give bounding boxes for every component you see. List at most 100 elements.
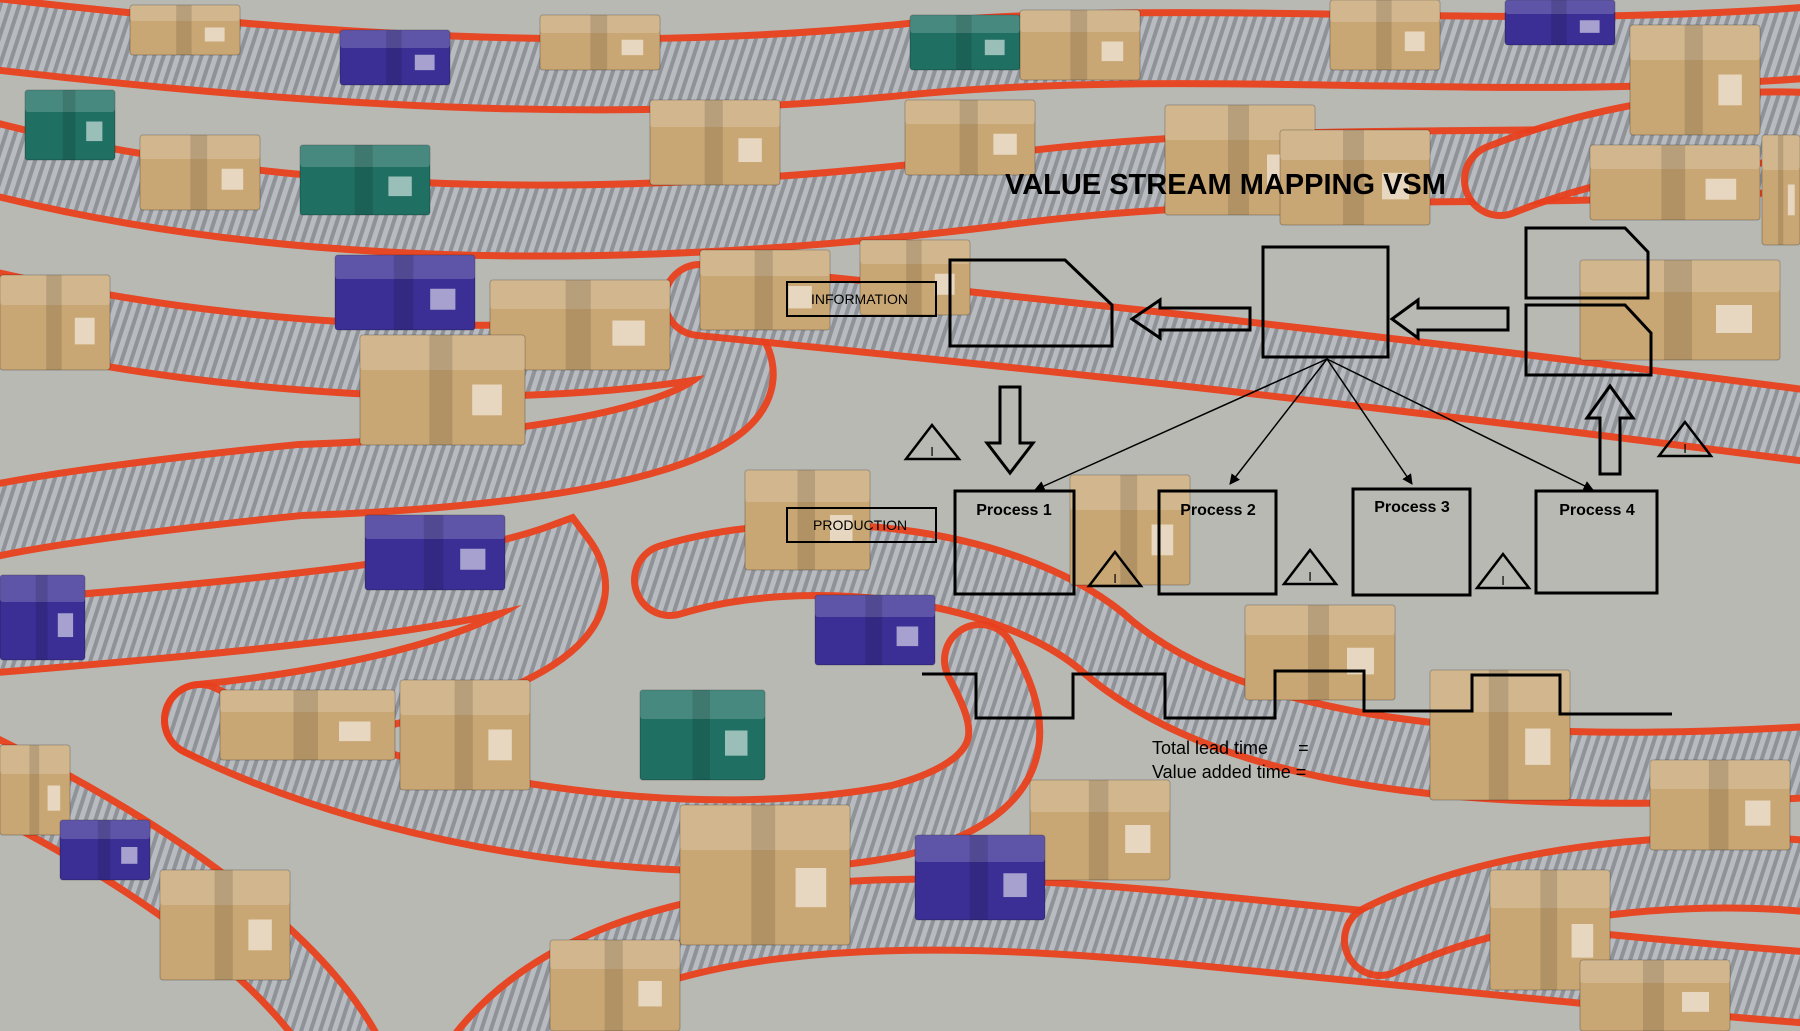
box-top-12 (650, 100, 780, 127)
flow-line-p4 (1326, 358, 1594, 491)
box-top-25 (745, 470, 870, 502)
box-tape-9 (62, 90, 76, 160)
total-lead-time-label: Total lead time = (1152, 738, 1309, 758)
svg-text:I: I (1113, 571, 1117, 586)
box-top-44 (1580, 960, 1730, 983)
box-tape-7 (1551, 0, 1567, 45)
box-21 (359, 334, 526, 446)
box-top-1 (130, 5, 240, 21)
box-top-4 (910, 15, 1020, 33)
box-top-11 (300, 145, 430, 167)
box-tape-29 (865, 595, 883, 665)
box-tape-36 (97, 820, 111, 880)
box-tape-15 (1343, 130, 1364, 225)
box-9 (24, 89, 116, 161)
box-tape-13 (959, 100, 978, 175)
svg-text:I: I (930, 444, 934, 459)
box-tape-23 (906, 240, 922, 315)
inventory-triangle-1: I (903, 422, 962, 461)
box-1 (129, 4, 241, 56)
box-label-38 (795, 868, 827, 908)
box-top-15 (1280, 130, 1430, 160)
box-label-41 (1745, 800, 1771, 826)
box-label-21 (472, 384, 502, 416)
box-39 (1029, 779, 1171, 881)
box-top-3 (540, 15, 660, 33)
box-top-40 (915, 835, 1045, 862)
box-tape-32 (293, 690, 318, 760)
box-label-39 (1125, 825, 1151, 853)
box-25 (744, 469, 871, 571)
box-label-43 (638, 980, 662, 1007)
box-label-2 (414, 54, 435, 71)
box-label-12 (738, 138, 762, 163)
box-top-39 (1030, 780, 1170, 812)
box-24 (1579, 259, 1781, 361)
box-top-2 (340, 30, 450, 48)
box-label-15 (1382, 172, 1409, 200)
svg-text:I: I (1308, 569, 1312, 584)
box-top-29 (815, 595, 935, 617)
production-control-box (1261, 245, 1390, 359)
production-label: PRODUCTION (813, 517, 907, 533)
box-top-43 (550, 940, 680, 969)
box-top-19 (335, 255, 475, 279)
box-top-24 (1580, 260, 1780, 292)
production-label-box (786, 507, 937, 543)
box-tape-4 (956, 15, 972, 70)
process-3-label: Process 3 (1374, 499, 1450, 516)
box-tape-34 (692, 690, 710, 780)
box-tape-8 (1684, 25, 1703, 135)
flow-line-p3 (1326, 358, 1413, 485)
box-26 (364, 514, 506, 591)
box-top-38 (680, 805, 850, 850)
box-36 (59, 819, 151, 881)
box-top-34 (640, 690, 765, 719)
box-label-40 (1003, 873, 1027, 898)
inventory-triangle-2: I (1086, 549, 1144, 588)
box-tape-10 (190, 135, 208, 210)
box-37 (159, 869, 291, 981)
box-top-36 (60, 820, 150, 839)
box-tape-18 (46, 275, 62, 370)
box-top-21 (360, 335, 525, 370)
box-tape-12 (704, 100, 723, 185)
process-box-3: Process 3 (1351, 487, 1472, 597)
box-18 (0, 274, 111, 371)
box-tape-28 (1120, 475, 1138, 585)
box-top-14 (1165, 105, 1315, 140)
box-tape-11 (354, 145, 373, 215)
vsm-title: VALUE STREAM MAPPING VSM (1005, 169, 1446, 201)
inventory-triangle-5: I (1656, 419, 1714, 458)
box-top-7 (1505, 0, 1615, 14)
box-tape-43 (604, 940, 623, 1031)
hollow-arrow-left-1 (1129, 297, 1252, 341)
box-top-17 (1762, 135, 1800, 170)
box-label-9 (86, 121, 103, 142)
box-label-7 (1579, 20, 1600, 33)
box-top-22 (700, 250, 830, 276)
box-41 (1649, 759, 1791, 851)
box-tape-16 (1661, 145, 1686, 220)
box-top-33 (400, 680, 530, 715)
process-1-label: Process 1 (976, 502, 1052, 519)
process-box-4: Process 4 (1534, 489, 1659, 595)
box-tape-30 (1308, 605, 1329, 700)
box-label-32 (339, 721, 371, 742)
box-label-28 (1151, 524, 1174, 556)
box-tape-33 (454, 680, 473, 790)
box-top-20 (490, 280, 670, 309)
box-38 (679, 804, 851, 946)
box-22 (699, 249, 831, 331)
box-40 (914, 834, 1046, 921)
box-label-24 (1716, 305, 1752, 333)
box-label-22 (788, 286, 812, 309)
box-44 (1579, 959, 1731, 1031)
box-top-16 (1590, 145, 1760, 169)
box-35 (0, 744, 71, 836)
box-top-13 (905, 100, 1035, 124)
process-2-label: Process 2 (1180, 502, 1256, 519)
process-4-label: Process 4 (1559, 502, 1635, 519)
box-top-41 (1650, 760, 1790, 789)
